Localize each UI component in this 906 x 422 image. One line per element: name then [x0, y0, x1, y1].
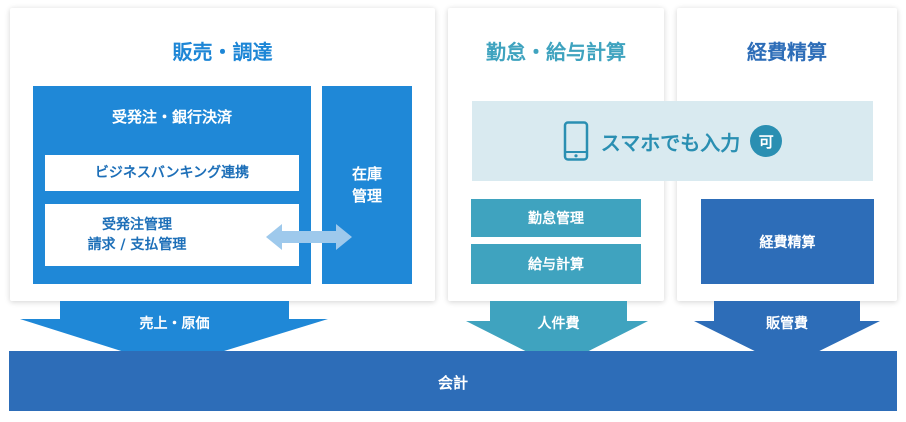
business-banking-box: ビジネスバンキング連携	[45, 155, 299, 191]
personnel-cost-label: 人件費	[537, 316, 580, 332]
sales-arrow	[20, 301, 328, 367]
mobile-input-banner: スマホでも入力 可	[472, 101, 873, 181]
smartphone-icon	[563, 121, 589, 161]
business-banking-label: ビジネスバンキング連携	[94, 165, 250, 181]
order-settlement-title: 受発注・銀行決済	[111, 108, 232, 126]
accounting-bar	[9, 351, 897, 411]
attendance-management-box: 勤怠管理	[471, 199, 641, 237]
sales-procurement-panel: 販売・調達 受発注・銀行決済 ビジネスバンキング連携 受発注管理 請求 / 支払…	[10, 8, 435, 301]
sales-procurement-title: 販売・調達	[172, 40, 273, 64]
sales-cost-label: 売上・原価	[139, 316, 210, 332]
order-billing-box: 受発注管理 請求 / 支払管理	[45, 204, 299, 266]
sga-arrow	[694, 301, 880, 367]
expense-settlement-label: 経費精算	[759, 234, 816, 251]
sga-cost-label: 販管費	[766, 316, 808, 332]
mobile-input-label: スマホでも入力	[600, 130, 741, 155]
inventory-box: 在庫 管理	[322, 86, 412, 284]
sync-arrow	[266, 224, 352, 250]
personnel-arrow	[466, 301, 648, 367]
expense-settlement-title: 経費精算	[747, 40, 827, 64]
inventory-label-line2: 管理	[351, 187, 382, 205]
billing-payment-label: 請求 / 支払管理	[87, 237, 187, 253]
order-management-label: 受発注管理	[102, 217, 172, 233]
salary-calculation-box: 給与計算	[471, 244, 641, 284]
attendance-payroll-title: 勤怠・給与計算	[486, 40, 626, 64]
accounting-label: 会計	[437, 374, 468, 392]
available-badge: 可	[750, 125, 783, 157]
salary-calculation-label: 給与計算	[528, 257, 584, 273]
attendance-management-label: 勤怠管理	[528, 211, 584, 227]
inventory-label-line1: 在庫	[351, 165, 382, 183]
expense-settlement-box: 経費精算	[701, 199, 874, 284]
